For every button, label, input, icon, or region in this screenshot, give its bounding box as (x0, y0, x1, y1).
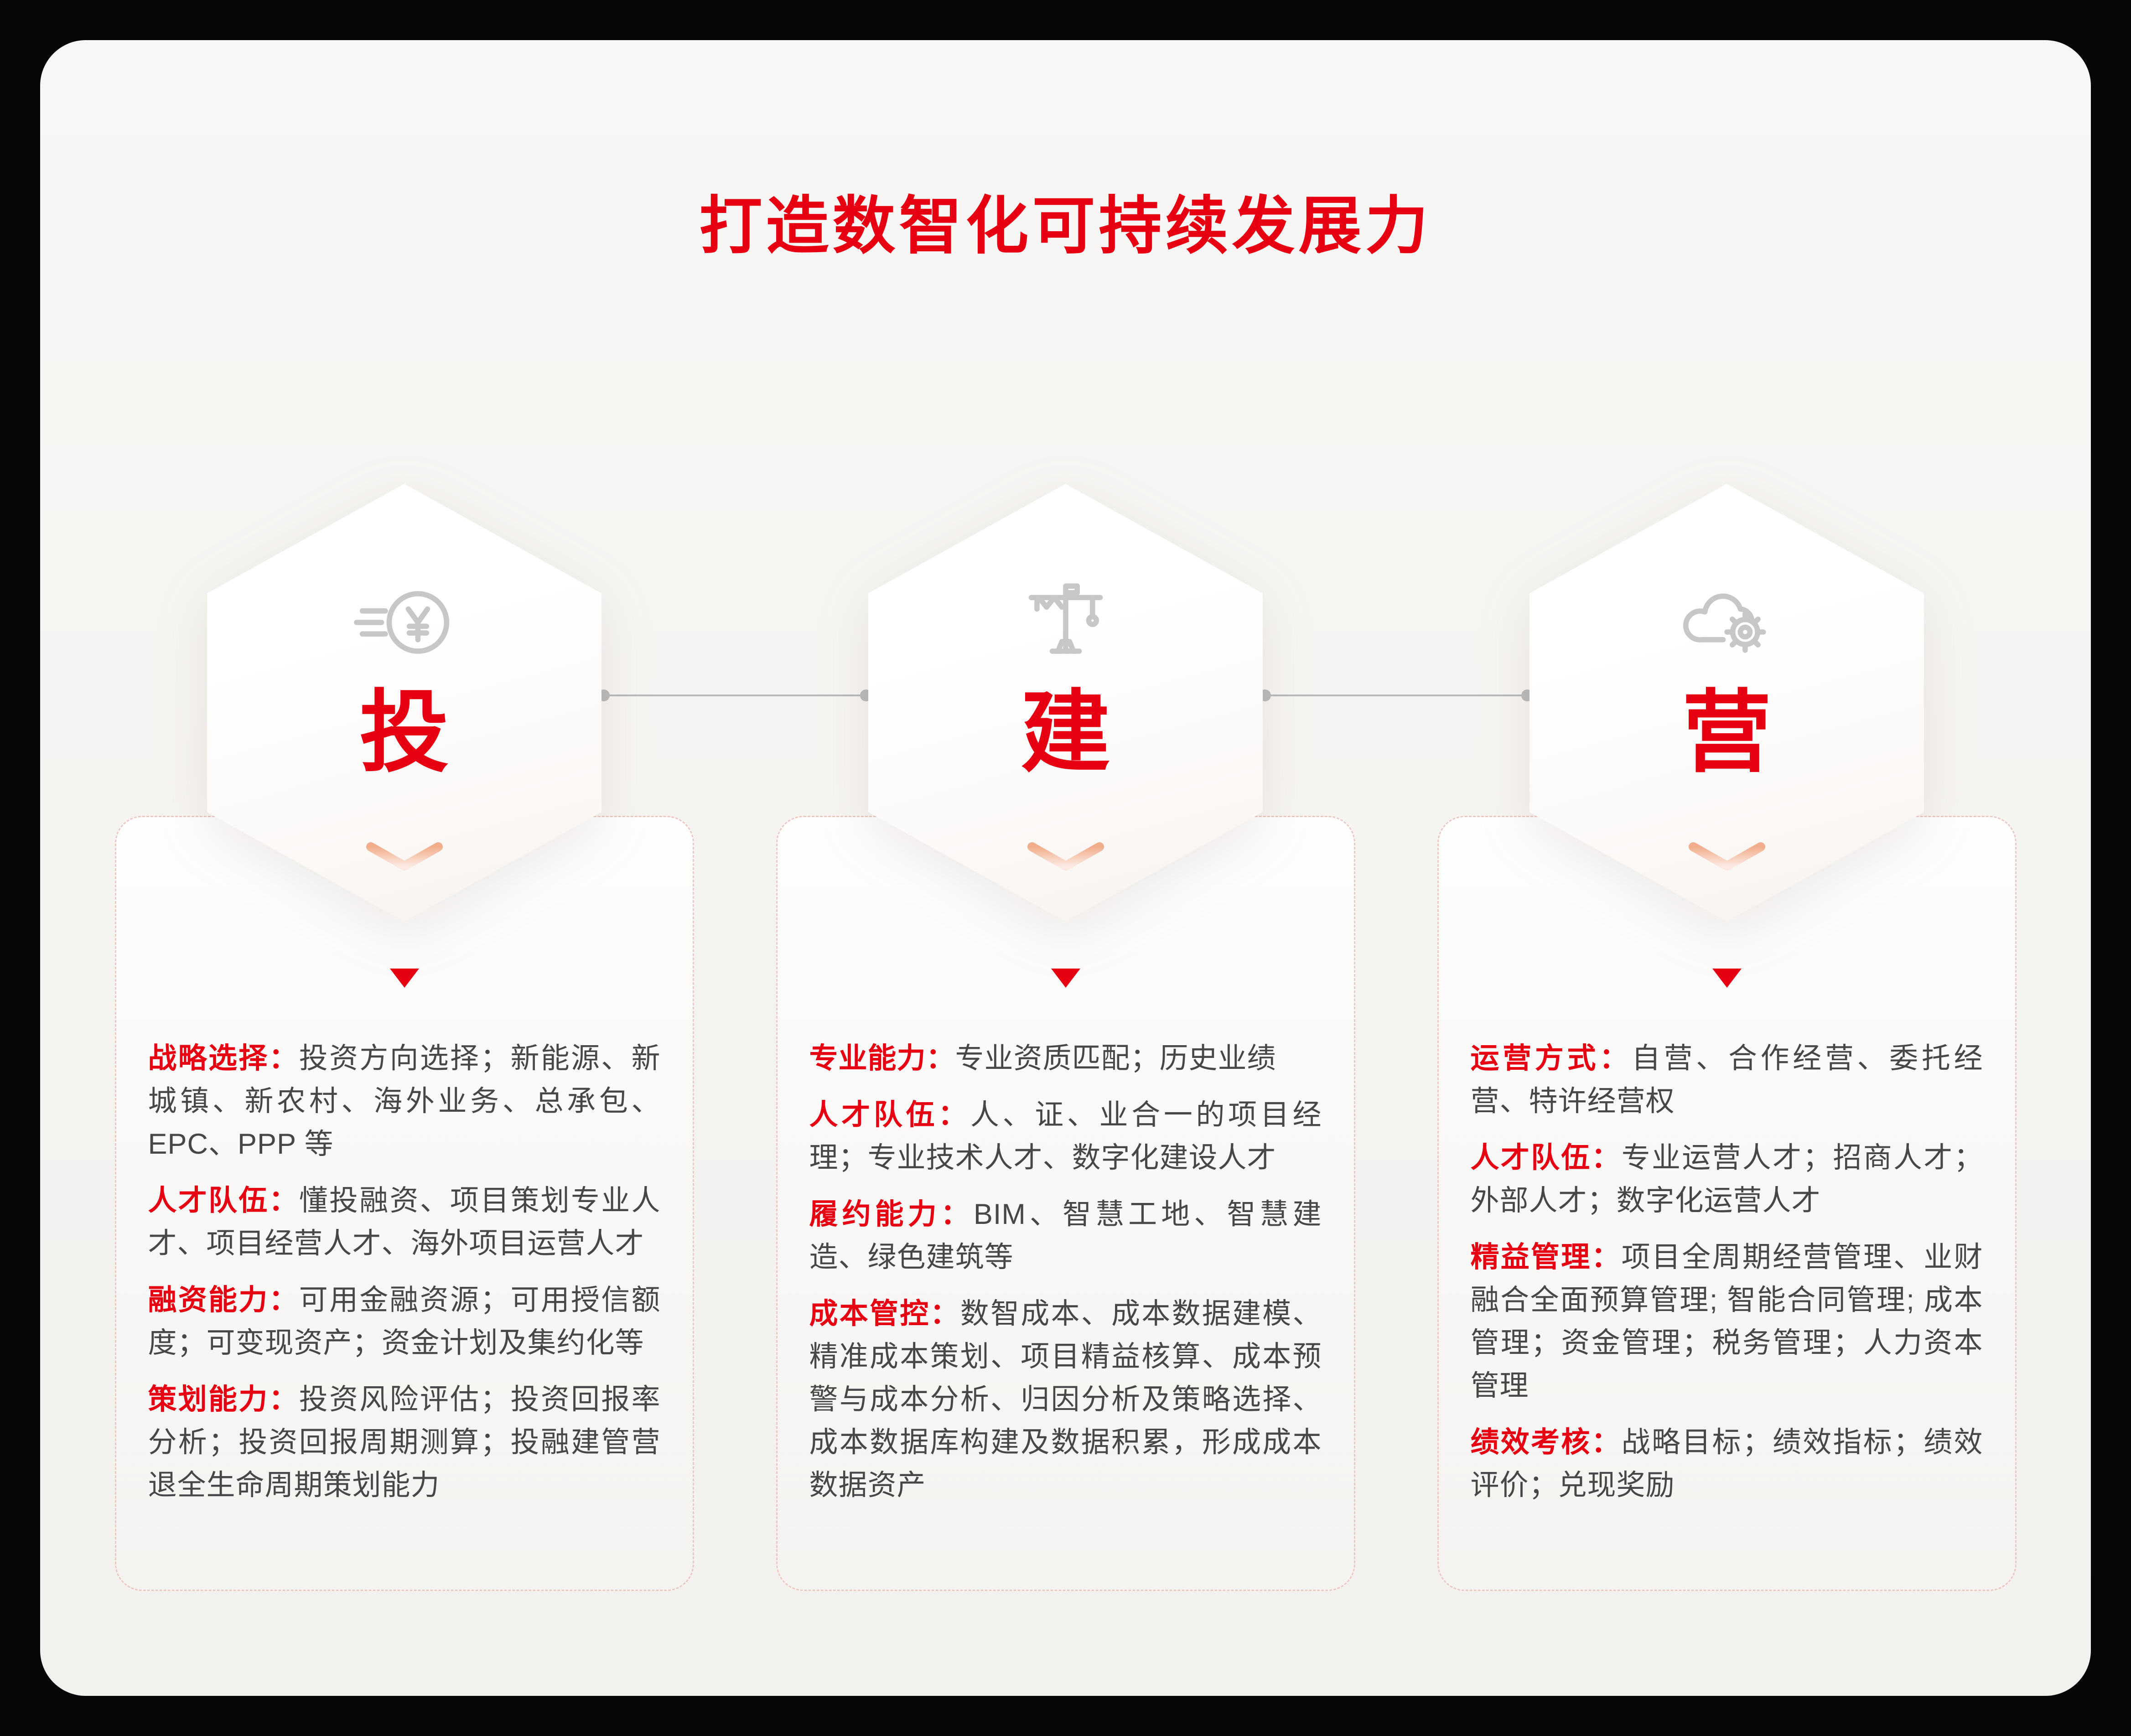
section-label: 运营方式： (1470, 1042, 1632, 1074)
column-build: 建 专业能力：专业资质匹配；历史业绩 人才队伍：人、证、业合一的项目经理；专业技… (776, 484, 1355, 1591)
section-text: 懂投融资、项目策划专业人才、项目经营人才、海外项目运营人才 (148, 1185, 661, 1259)
section-text: 可用金融资源；可用授信额度；可变现资产；资金计划及集约化等 (148, 1284, 661, 1359)
section-item: 战略选择：投资方向选择；新能源、新城镇、新农村、海外业务、总承包、EPC、PPP… (148, 1037, 661, 1166)
section-item: 融资能力：可用金融资源；可用授信额度；可变现资产；资金计划及集约化等 (148, 1279, 661, 1364)
section-text: BIM、智慧工地、智慧建造、绿色建筑等 (809, 1198, 1322, 1273)
section-label: 战略选择： (148, 1042, 299, 1074)
section-label: 人才队伍： (148, 1185, 299, 1217)
section-item: 人才队伍：懂投融资、项目策划专业人才、项目经营人才、海外项目运营人才 (148, 1179, 661, 1265)
triangle-down-icon (1051, 969, 1080, 988)
sections-operate: 运营方式：自营、合作经营、委托经营、特许经营权 人才队伍：专业运营人才；招商人才… (1471, 1037, 1983, 1507)
detail-card-invest: 战略选择：投资方向选择；新能源、新城镇、新农村、海外业务、总承包、EPC、PPP… (114, 816, 694, 1591)
hexagon-shape (207, 484, 601, 922)
section-item: 策划能力：投资风险评估；投资回报率分析；投资回报周期测算；投融建管营退全生命周期… (148, 1378, 661, 1507)
section-item: 履约能力：BIM、智慧工地、智慧建造、绿色建筑等 (809, 1193, 1322, 1279)
section-text: 自营、合作经营、委托经营、特许经营权 (1470, 1042, 1983, 1117)
section-label: 成本管控： (809, 1298, 960, 1330)
yuan-coin-speed-icon (353, 591, 449, 654)
section-label: 策划能力： (148, 1384, 299, 1415)
tower-crane-icon (1028, 583, 1103, 654)
infographic-board: 打造数智化可持续发展力 投 (40, 40, 2091, 1696)
detail-card-build: 专业能力：专业资质匹配；历史业绩 人才队伍：人、证、业合一的项目经理；专业技术人… (776, 816, 1355, 1591)
triangle-down-icon (389, 969, 419, 988)
triangle-down-icon (1712, 969, 1742, 988)
hexagon-invest: 投 (207, 484, 601, 922)
hexagon-shape (868, 484, 1263, 922)
hex-label-build: 建 (1021, 683, 1110, 782)
section-text: 项目全周期经营管理、业财融合全面预算管理; 智能合同管理; 成本管理；资金管理；… (1470, 1241, 1983, 1402)
section-text: 专业资质匹配；历史业绩 (955, 1042, 1276, 1074)
section-text: 投资方向选择；新能源、新城镇、新农村、海外业务、总承包、EPC、PPP 等 (148, 1042, 661, 1160)
hexagon-shape (1530, 484, 1924, 922)
section-label: 人才队伍： (809, 1099, 970, 1131)
connector-line-invest-build (598, 689, 872, 701)
hexagon-operate: 营 (1530, 484, 1924, 922)
hex-label-operate: 营 (1682, 683, 1772, 782)
section-text: 数智成本、成本数据建模、精准成本策划、项目精益核算、成本预警与成本分析、归因分析… (809, 1298, 1322, 1501)
section-text: 投资风险评估；投资回报率分析；投资回报周期测算；投融建管营退全生命周期策划能力 (148, 1384, 661, 1501)
section-item: 成本管控：数智成本、成本数据建模、精准成本策划、项目精益核算、成本预警与成本分析… (809, 1292, 1322, 1507)
chevron-down-glow-icon (366, 842, 443, 871)
section-text: 人、证、业合一的项目经理；专业技术人才、数字化建设人才 (809, 1099, 1322, 1174)
hex-label-invest: 投 (359, 683, 449, 782)
section-item: 精益管理：项目全周期经营管理、业财融合全面预算管理; 智能合同管理; 成本管理；… (1471, 1236, 1983, 1407)
section-label: 融资能力： (148, 1284, 299, 1316)
sections-invest: 战略选择：投资方向选择；新能源、新城镇、新农村、海外业务、总承包、EPC、PPP… (148, 1037, 661, 1507)
section-item: 人才队伍：人、证、业合一的项目经理；专业技术人才、数字化建设人才 (809, 1093, 1322, 1179)
section-item: 人才队伍：专业运营人才；招商人才；外部人才；数字化运营人才 (1471, 1136, 1983, 1222)
column-operate: 营 运营方式：自营、合作经营、委托经营、特许经营权 人才队伍：专业运营人才；招商… (1437, 484, 2017, 1591)
section-text: 战略目标；绩效指标；绩效评价；兑现奖励 (1470, 1426, 1983, 1501)
section-item: 绩效考核：战略目标；绩效指标；绩效评价；兑现奖励 (1471, 1421, 1983, 1507)
section-text: 专业运营人才；招商人才；外部人才；数字化运营人才 (1470, 1142, 1983, 1217)
column-invest: 投 战略选择：投资方向选择；新能源、新城镇、新农村、海外业务、总承包、EPC、P… (114, 484, 694, 1591)
cloud-gear-icon (1683, 593, 1766, 653)
section-label: 专业能力： (809, 1042, 955, 1074)
chevron-down-glow-icon (1688, 842, 1765, 871)
detail-card-operate: 运营方式：自营、合作经营、委托经营、特许经营权 人才队伍：专业运营人才；招商人才… (1437, 816, 2017, 1591)
section-label: 人才队伍： (1470, 1142, 1622, 1174)
sections-build: 专业能力：专业资质匹配；历史业绩 人才队伍：人、证、业合一的项目经理；专业技术人… (809, 1037, 1322, 1507)
columns-row: 投 战略选择：投资方向选择；新能源、新城镇、新农村、海外业务、总承包、EPC、P… (40, 484, 2091, 1591)
section-label: 精益管理： (1470, 1241, 1622, 1273)
chevron-down-glow-icon (1027, 842, 1104, 871)
section-item: 专业能力：专业资质匹配；历史业绩 (809, 1037, 1322, 1080)
section-label: 绩效考核： (1470, 1426, 1622, 1458)
section-label: 履约能力： (809, 1198, 974, 1230)
section-item: 运营方式：自营、合作经营、委托经营、特许经营权 (1471, 1037, 1983, 1123)
hexagon-build: 建 (868, 484, 1263, 922)
page-title: 打造数智化可持续发展力 (699, 191, 1432, 261)
connector-line-build-operate (1259, 689, 1533, 701)
